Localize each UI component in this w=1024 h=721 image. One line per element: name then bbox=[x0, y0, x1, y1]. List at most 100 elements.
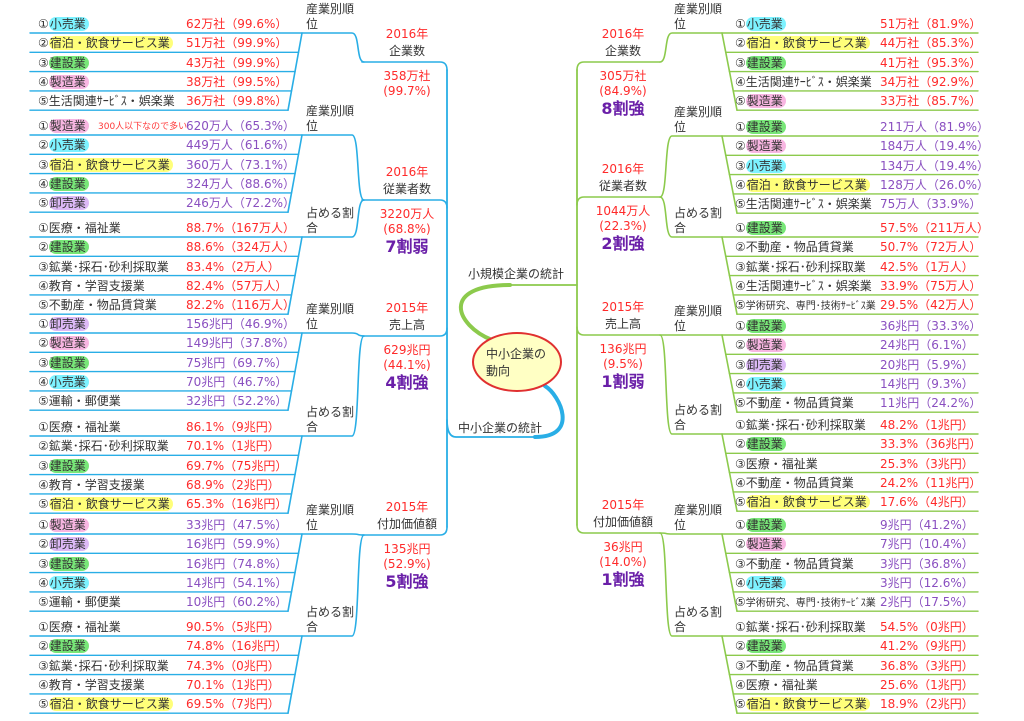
list-item[interactable]: ②宿泊・飲食サービス業 bbox=[735, 35, 870, 51]
list-item[interactable]: ③鉱業･採石･砂利採取業 bbox=[38, 259, 169, 275]
list-item[interactable]: ②製造業 bbox=[735, 536, 786, 552]
list-item[interactable]: ②建設業 bbox=[735, 436, 786, 452]
branch-label-small-business[interactable]: 小規模企業の統計 bbox=[468, 267, 565, 281]
list-item[interactable]: ③鉱業･採石･砂利採取業 bbox=[735, 259, 866, 275]
industry-name: 建設業 bbox=[48, 240, 89, 255]
industry-value: 128万人（26.0%） bbox=[880, 177, 990, 192]
central-topic-node[interactable]: 中小企業の動向 bbox=[472, 332, 562, 392]
list-item[interactable]: ①医療・福祉業 bbox=[38, 619, 121, 635]
industry-value: 88.7%（167万人） bbox=[186, 221, 296, 235]
list-item[interactable]: ①小売業 bbox=[735, 16, 786, 32]
list-item[interactable]: ③建設業 bbox=[38, 355, 89, 371]
list-item[interactable]: ①鉱業･採石･砂利採取業 bbox=[735, 619, 866, 635]
list-item[interactable]: ③不動産・物品賃貸業 bbox=[735, 556, 854, 572]
group-branch-line bbox=[301, 32, 365, 63]
list-item[interactable]: ⑤宿泊・飲食サービス業 bbox=[38, 496, 173, 512]
list-item[interactable]: ⑤学術研究、専門･技術ｻｰﾋﾞｽ業 bbox=[735, 594, 876, 612]
industry-name: 小売業 bbox=[745, 17, 786, 31]
list-item[interactable]: ④宿泊・飲食サービス業 bbox=[735, 177, 870, 193]
industry-value: 33万社（85.7%） bbox=[880, 94, 982, 109]
list-item[interactable]: ⑤運輸・郵便業 bbox=[38, 393, 121, 409]
industry-value: 14兆円（54.1%） bbox=[186, 575, 288, 590]
list-item[interactable]: ④製造業 bbox=[38, 74, 89, 90]
list-item[interactable]: ③建設業 bbox=[38, 458, 89, 474]
industry-name: 不動産・物品賃貸業 bbox=[745, 658, 854, 673]
list-item[interactable]: ③建設業 bbox=[38, 556, 89, 572]
list-item[interactable]: ②製造業 bbox=[735, 138, 786, 154]
list-item[interactable]: ⑤不動産・物品賃貸業 bbox=[735, 395, 854, 411]
list-item[interactable]: ④生活関連ｻｰﾋﾞｽ・娯楽業 bbox=[735, 74, 872, 90]
list-item[interactable]: ①鉱業･採石･砂利採取業 bbox=[735, 417, 866, 433]
list-item[interactable]: ②宿泊・飲食サービス業 bbox=[38, 35, 173, 51]
list-item[interactable]: ①建設業 bbox=[735, 220, 786, 236]
list-item[interactable]: ⑤卸売業 bbox=[38, 195, 89, 211]
list-item[interactable]: ③建設業 bbox=[735, 55, 786, 71]
rank-number: ⑤ bbox=[38, 595, 49, 610]
list-item[interactable]: ③不動産・物品賃貸業 bbox=[735, 658, 854, 674]
industry-name: 建設業 bbox=[48, 556, 89, 571]
list-item[interactable]: ④生活関連ｻｰﾋﾞｽ・娯楽業 bbox=[735, 278, 872, 294]
list-item[interactable]: ①卸売業 bbox=[38, 316, 89, 332]
rank-number: ④ bbox=[38, 575, 49, 590]
list-item[interactable]: ③建設業 bbox=[38, 55, 89, 71]
list-item[interactable]: ④不動産・物品賃貸業 bbox=[735, 475, 854, 491]
list-item[interactable]: ①医療・福祉業 bbox=[38, 220, 121, 236]
list-item[interactable]: ③医療・福祉業 bbox=[735, 456, 818, 472]
list-item[interactable]: ②小売業 bbox=[38, 137, 89, 153]
list-item[interactable]: ④医療・福祉業 bbox=[735, 677, 818, 693]
industry-value: 38万社（99.5%） bbox=[186, 74, 288, 89]
list-item[interactable]: ①小売業 bbox=[38, 16, 89, 32]
list-item[interactable]: ①建設業 bbox=[735, 119, 786, 135]
industry-value: 41.2%（9兆円） bbox=[880, 639, 974, 654]
list-item[interactable]: ②建設業 bbox=[38, 638, 89, 654]
list-item[interactable]: ③鉱業･採石･砂利採取業 bbox=[38, 658, 169, 674]
list-item[interactable]: ④教育・学習支援業 bbox=[38, 677, 145, 693]
list-item[interactable]: ①建設業 bbox=[735, 517, 786, 533]
list-item[interactable]: ②鉱業･採石･砂利採取業 bbox=[38, 438, 169, 454]
list-item[interactable]: ②製造業 bbox=[735, 337, 786, 353]
list-item[interactable]: ①建設業 bbox=[735, 318, 786, 334]
list-item[interactable]: ⑤学術研究、専門･技術ｻｰﾋﾞｽ業 bbox=[735, 297, 876, 315]
list-item[interactable]: ④小売業 bbox=[735, 575, 786, 591]
list-item[interactable]: ③宿泊・飲食サービス業 bbox=[38, 157, 173, 173]
list-item[interactable]: ④建設業 bbox=[38, 176, 89, 192]
list-item[interactable]: ④教育・学習支援業 bbox=[38, 278, 145, 294]
list-item[interactable]: ④小売業 bbox=[38, 374, 89, 390]
industry-value: 7兆円（10.4%） bbox=[880, 537, 974, 552]
list-item[interactable]: ⑤宿泊・飲食サービス業 bbox=[735, 494, 870, 510]
rank-number: ③ bbox=[38, 55, 49, 70]
list-item[interactable]: ②卸売業 bbox=[38, 536, 89, 552]
section-year: 2015年 bbox=[385, 500, 429, 514]
industry-value: 43万社（99.9%） bbox=[186, 55, 288, 70]
industry-value: 156兆円（46.9%） bbox=[186, 317, 296, 331]
section-percent: (44.1%) bbox=[383, 358, 431, 372]
list-item[interactable]: ⑤製造業 bbox=[735, 93, 786, 109]
list-item[interactable]: ⑤生活関連ｻｰﾋﾞｽ・娯楽業 bbox=[38, 93, 175, 109]
list-item[interactable]: ②不動産・物品賃貸業 bbox=[735, 239, 854, 255]
list-item[interactable]: ③小売業 bbox=[735, 158, 786, 174]
list-item[interactable]: ②建設業 bbox=[38, 239, 89, 255]
rank-number: ④ bbox=[735, 278, 746, 293]
list-item[interactable]: ④教育・学習支援業 bbox=[38, 477, 145, 493]
industry-name: 不動産・物品賃貸業 bbox=[745, 396, 854, 411]
list-item[interactable]: ②建設業 bbox=[735, 638, 786, 654]
branch-label-sme[interactable]: 中小企業の統計 bbox=[458, 421, 543, 435]
rank-number: ① bbox=[38, 17, 49, 31]
list-item[interactable]: ④小売業 bbox=[38, 575, 89, 591]
list-item[interactable]: ①医療・福祉業 bbox=[38, 419, 121, 435]
industry-name: 製造業 bbox=[745, 537, 786, 552]
list-item[interactable]: ①製造業 bbox=[38, 118, 89, 134]
list-item[interactable]: ⑤生活関連ｻｰﾋﾞｽ・娯楽業 bbox=[735, 196, 872, 212]
list-item[interactable]: ④小売業 bbox=[735, 376, 786, 392]
list-item[interactable]: ⑤不動産・物品賃貸業 bbox=[38, 297, 157, 313]
list-item[interactable]: ⑤宿泊・飲食サービス業 bbox=[735, 696, 870, 712]
industry-value: 10兆円（60.2%） bbox=[186, 595, 288, 610]
rank-number: ④ bbox=[735, 677, 746, 692]
industry-name: 建設業 bbox=[745, 319, 786, 333]
list-item[interactable]: ⑤宿泊・飲食サービス業 bbox=[38, 696, 173, 712]
list-item[interactable]: ②製造業 bbox=[38, 335, 89, 351]
section-summary: 4割強 bbox=[385, 373, 429, 392]
list-item[interactable]: ③卸売業 bbox=[735, 357, 786, 373]
list-item[interactable]: ⑤運輸・郵便業 bbox=[38, 594, 121, 610]
list-item[interactable]: ①製造業 bbox=[38, 517, 89, 533]
